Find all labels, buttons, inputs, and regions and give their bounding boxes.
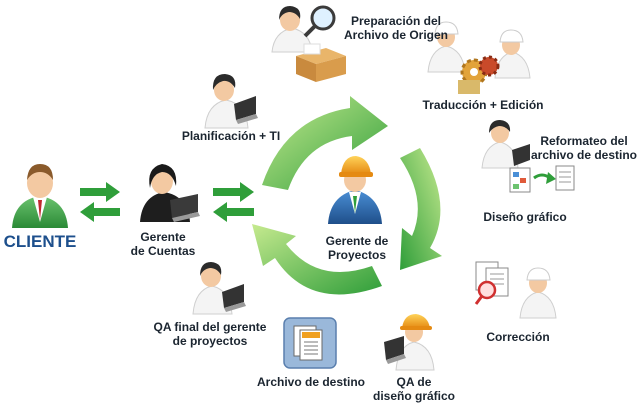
label-traduccion: Traducción + Edición [422, 98, 544, 112]
label-qa-final: QA final del gerente de proyectos [153, 320, 267, 348]
cycle-arrow-bottom [252, 224, 382, 295]
proofreader-magnifier-icon [474, 261, 557, 319]
hardhat-laptop-icon [384, 314, 435, 371]
qa-manager-laptop-icon [192, 262, 246, 315]
target-file-documents-icon [283, 317, 337, 369]
label-archivo-destino: Archivo de destino [256, 375, 366, 389]
translators-gears-icon [427, 21, 531, 94]
project-manager-hardhat-icon [328, 156, 382, 224]
label-gerente-cuentas: Gerente de Cuentas [130, 230, 196, 258]
label-qa-diseno: QA de diseño gráfico [372, 375, 455, 403]
label-planificacion: Planificación + TI [181, 129, 281, 143]
planner-laptop-icon [204, 74, 258, 129]
inspector-magnifier-box-icon [271, 5, 346, 82]
account-manager-laptop-icon [140, 164, 200, 222]
label-cliente: CLIENTE [3, 232, 77, 251]
client-person-icon [12, 164, 68, 228]
label-preparacion: Preparación del Archivo de Origen [343, 14, 449, 42]
label-diseno: Diseño gráfico [483, 210, 567, 224]
reformat-files-icon [481, 120, 575, 193]
label-gerente-proyectos: Gerente de Proyectos [325, 234, 389, 262]
cycle-arrow-right [400, 148, 442, 270]
exchange-arrows-left [80, 182, 120, 222]
label-correccion: Corrección [486, 330, 550, 344]
label-reformateo: Reformateo del archivo de destino [530, 134, 638, 162]
cycle-arrow-top [262, 96, 388, 190]
exchange-arrows-right [213, 182, 254, 222]
